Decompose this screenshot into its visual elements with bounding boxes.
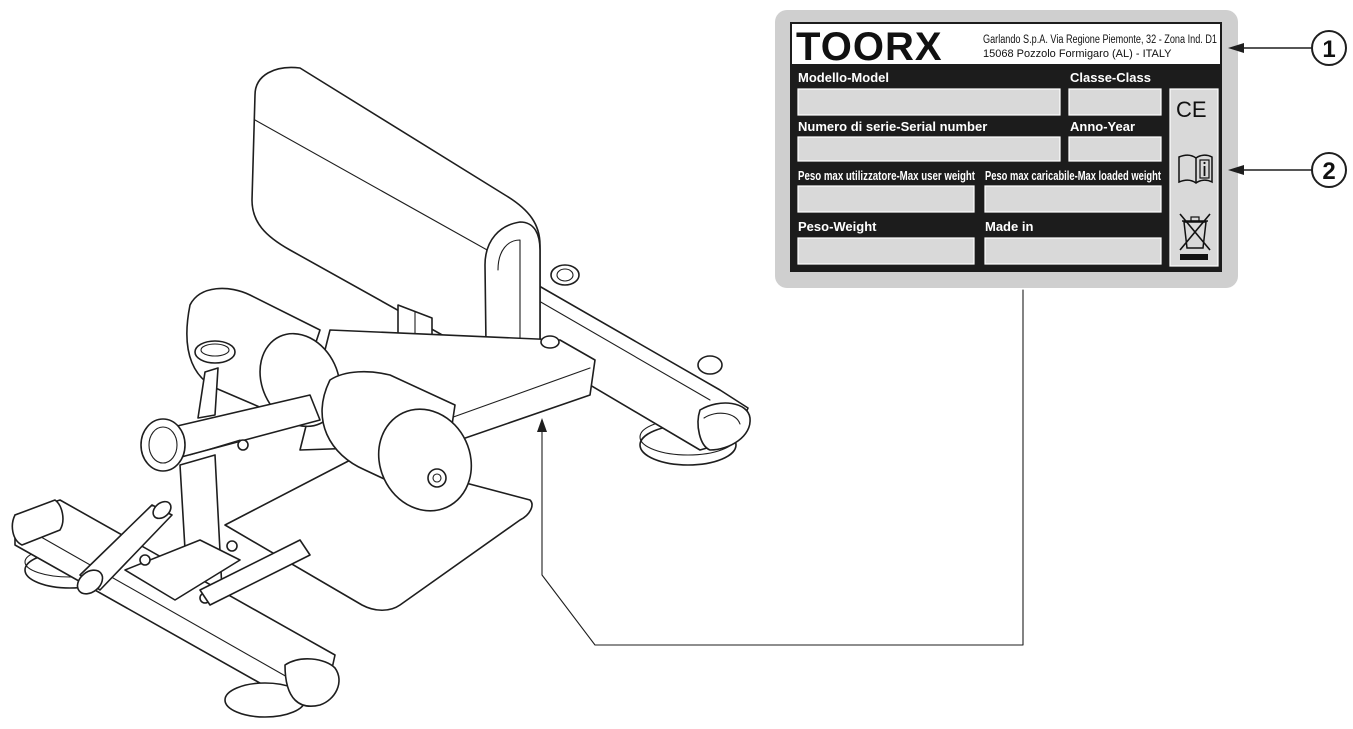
label-location-leader bbox=[537, 289, 1024, 646]
rating-plate: TOORX Garlando S.p.A. Via Regione Piemon… bbox=[775, 10, 1238, 288]
callout-number-1: 1 bbox=[1322, 36, 1335, 63]
manufacturer-address-line-1: Garlando S.p.A. Via Regione Piemonte, 32… bbox=[983, 34, 1217, 46]
field-label-made-in: Made in bbox=[985, 219, 1033, 234]
sit-up-bench-drawing bbox=[11, 66, 751, 718]
rear-crossbar bbox=[479, 264, 751, 451]
field-label-class: Classe-Class bbox=[1070, 70, 1151, 85]
field-box-weight bbox=[797, 237, 975, 265]
brand-logo: TOORX bbox=[796, 25, 943, 69]
field-label-model: Modello-Model bbox=[798, 70, 889, 85]
roller-wheel-rear bbox=[550, 264, 723, 375]
field-box-max-loaded-weight bbox=[984, 185, 1162, 213]
field-label-max-user-weight: Peso max utilizzatore-Max user weight bbox=[798, 168, 975, 183]
footplate bbox=[224, 454, 533, 612]
field-label-year: Anno-Year bbox=[1070, 119, 1135, 134]
field-box-class bbox=[1068, 88, 1162, 116]
bracket-plate bbox=[124, 539, 241, 601]
lower-tie-bar bbox=[199, 539, 311, 606]
callout-number-2: 2 bbox=[1322, 158, 1335, 185]
field-label-max-loaded-weight: Peso max caricabile-Max loaded weight bbox=[985, 168, 1161, 183]
callout-2: 2 bbox=[1228, 152, 1347, 188]
callout-1: 1 bbox=[1228, 30, 1347, 66]
manual-info-icon bbox=[1178, 154, 1213, 184]
hand-grip bbox=[76, 500, 173, 595]
field-box-year bbox=[1068, 136, 1162, 162]
roller-axle-assembly bbox=[140, 340, 321, 472]
field-label-weight: Peso-Weight bbox=[798, 219, 877, 234]
weee-bin-icon bbox=[1179, 213, 1211, 260]
manufacturer-address-line-2: 15068 Pozzolo Formigaro (AL) - ITALY bbox=[983, 48, 1172, 60]
field-label-serial: Numero di serie-Serial number bbox=[798, 119, 987, 134]
backrest-pad bbox=[251, 66, 541, 375]
lower-foam-roller bbox=[321, 370, 473, 512]
field-box-serial bbox=[797, 136, 1061, 162]
field-box-made-in bbox=[984, 237, 1162, 265]
ce-mark-icon: CE bbox=[1176, 97, 1207, 122]
symbol-column bbox=[1169, 88, 1219, 267]
field-box-max-user-weight bbox=[797, 185, 975, 213]
field-box-model bbox=[797, 88, 1061, 116]
